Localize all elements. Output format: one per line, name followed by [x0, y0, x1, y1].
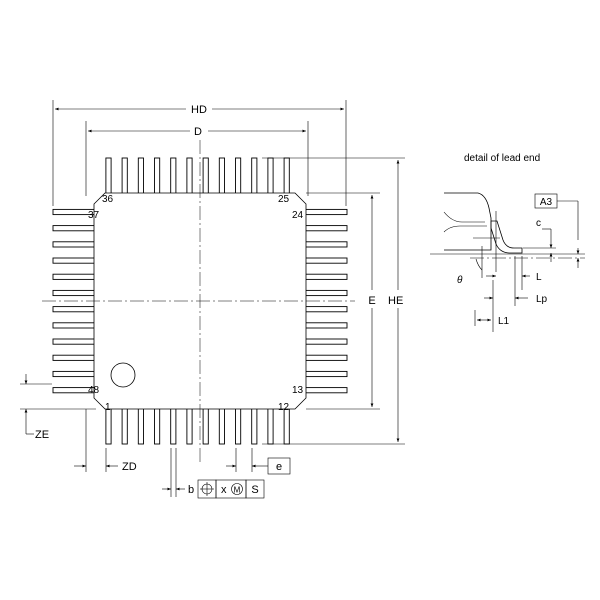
dimension-lp: Lp	[484, 294, 548, 305]
detail-title: detail of lead end	[464, 153, 540, 164]
lead-left	[52, 241, 96, 248]
lead-bottom	[283, 407, 290, 445]
pin-number-1: 1	[105, 402, 111, 413]
lead-left	[52, 289, 96, 297]
tolerance-frame: x M S	[197, 479, 265, 499]
lead-top	[251, 157, 258, 195]
pin-number-13: 13	[292, 385, 304, 396]
svg-text:D: D	[194, 126, 202, 138]
dimension-d: D	[85, 121, 309, 196]
svg-text:S: S	[251, 484, 258, 496]
lead-right	[304, 387, 348, 394]
pin-number-37: 37	[88, 210, 100, 221]
lead-right	[304, 370, 348, 378]
lead-bottom	[170, 407, 177, 445]
dimension-a3: A3	[534, 193, 580, 268]
svg-text:A3: A3	[540, 197, 553, 208]
lead-right	[304, 306, 348, 313]
lead-top	[235, 157, 242, 195]
lead-right	[304, 289, 348, 297]
leads-top	[105, 157, 290, 195]
lead-right	[304, 241, 348, 248]
position-symbol-icon	[200, 482, 214, 496]
lead-bottom	[202, 407, 209, 445]
lead-left	[52, 273, 96, 280]
dimension-l1: L1	[474, 310, 510, 327]
lead-left	[52, 370, 96, 378]
svg-text:L: L	[536, 272, 542, 283]
lead-bottom	[251, 407, 258, 445]
lead-bottom	[137, 407, 144, 445]
svg-text:M: M	[234, 486, 241, 495]
lead-right	[304, 208, 348, 216]
svg-text:E: E	[368, 295, 375, 307]
lead-top	[137, 157, 144, 195]
lead-bottom	[105, 407, 112, 445]
svg-text:L1: L1	[498, 316, 510, 327]
lead-top	[283, 157, 290, 195]
lead-bottom	[267, 407, 274, 445]
lead-left	[52, 338, 96, 345]
pin-number-48: 48	[88, 385, 100, 396]
dimension-b: b	[162, 448, 194, 497]
lead-bottom	[235, 407, 242, 445]
svg-text:ZE: ZE	[35, 429, 49, 441]
lead-top	[170, 157, 177, 195]
pin1-marker-circle	[110, 362, 136, 388]
lead-top	[154, 157, 161, 195]
pin-number-24: 24	[292, 210, 304, 221]
dimension-theta: θ	[457, 258, 483, 286]
max-material-modifier-icon: M	[231, 483, 243, 495]
lead-top	[105, 157, 112, 195]
svg-text:ZD: ZD	[122, 461, 137, 473]
lead-top	[121, 157, 128, 195]
dimension-e-pitch: e	[226, 448, 291, 475]
lead-left	[52, 225, 96, 232]
svg-text:HE: HE	[388, 295, 403, 307]
leads-bottom	[105, 407, 290, 445]
lead-top	[218, 157, 225, 195]
lead-bottom	[186, 407, 193, 445]
dimension-he: HE	[262, 157, 405, 445]
dimension-ze: ZE	[20, 374, 96, 441]
lead-top	[267, 157, 274, 195]
svg-text:c: c	[536, 218, 541, 229]
svg-text:e: e	[276, 461, 282, 473]
lead-right	[304, 338, 348, 345]
svg-text:θ: θ	[457, 275, 463, 286]
lead-right	[304, 322, 348, 329]
lead-right	[304, 273, 348, 280]
svg-text:Lp: Lp	[536, 294, 548, 305]
dimension-e: E	[306, 192, 380, 410]
svg-text:x: x	[221, 484, 227, 496]
lead-left	[52, 306, 96, 313]
dimension-l: L	[486, 272, 542, 283]
pin-number-25: 25	[278, 194, 290, 205]
lead-right	[304, 225, 348, 232]
svg-text:HD: HD	[191, 104, 207, 116]
lead-bottom	[154, 407, 161, 445]
lead-end-detail	[430, 192, 585, 332]
lead-top	[186, 157, 193, 195]
pin-number-36: 36	[102, 194, 114, 205]
lead-left	[52, 257, 96, 264]
dimension-hd: HD	[52, 100, 347, 206]
lead-left	[52, 354, 96, 361]
lead-top	[202, 157, 209, 195]
lead-bottom	[218, 407, 225, 445]
lead-bottom	[121, 407, 128, 445]
lead-left	[52, 322, 96, 329]
dimension-c: c	[523, 218, 556, 262]
pin-number-12: 12	[278, 402, 290, 413]
lead-right	[304, 257, 348, 264]
svg-text:b: b	[188, 484, 194, 496]
dimension-zd: ZD	[74, 409, 137, 473]
lead-right	[304, 354, 348, 361]
